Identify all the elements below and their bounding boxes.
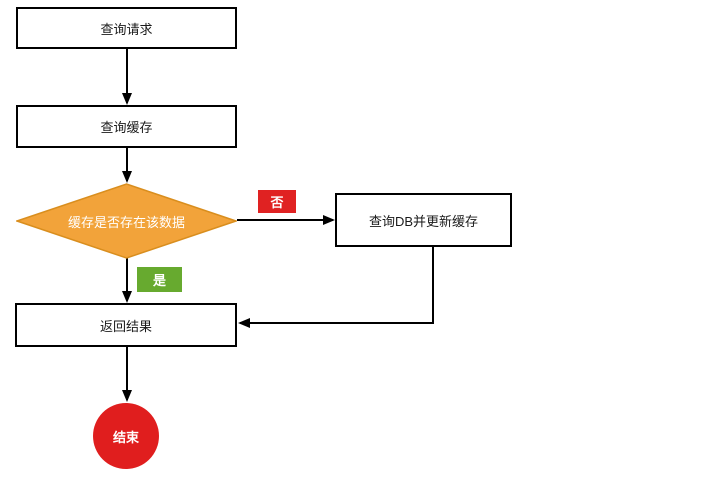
edge-label-no: 否 [258,190,296,213]
node-query-db-label: 查询DB并更新缓存 [368,213,479,229]
edge-label-yes: 是 [137,267,182,292]
node-cache-decision-label: 缓存是否存在该数据 [67,214,185,230]
node-query-cache-label: 查询缓存 [100,120,153,135]
node-cache-decision: 缓存是否存在该数据 [16,183,237,259]
node-query-request: 查询请求 [16,7,237,49]
decision-diamond-polygon [16,183,237,259]
edge-db-to-result [238,247,434,328]
decision-diamond-shape [16,183,237,259]
node-return-result-label: 返回结果 [99,318,152,334]
node-return-result: 返回结果 [15,303,237,347]
node-query-db: 查询DB并更新缓存 [335,193,512,247]
node-query-cache: 查询缓存 [16,105,237,148]
node-end-circle: 结束 [93,403,159,469]
node-query-request-label: 查询请求 [100,21,153,37]
